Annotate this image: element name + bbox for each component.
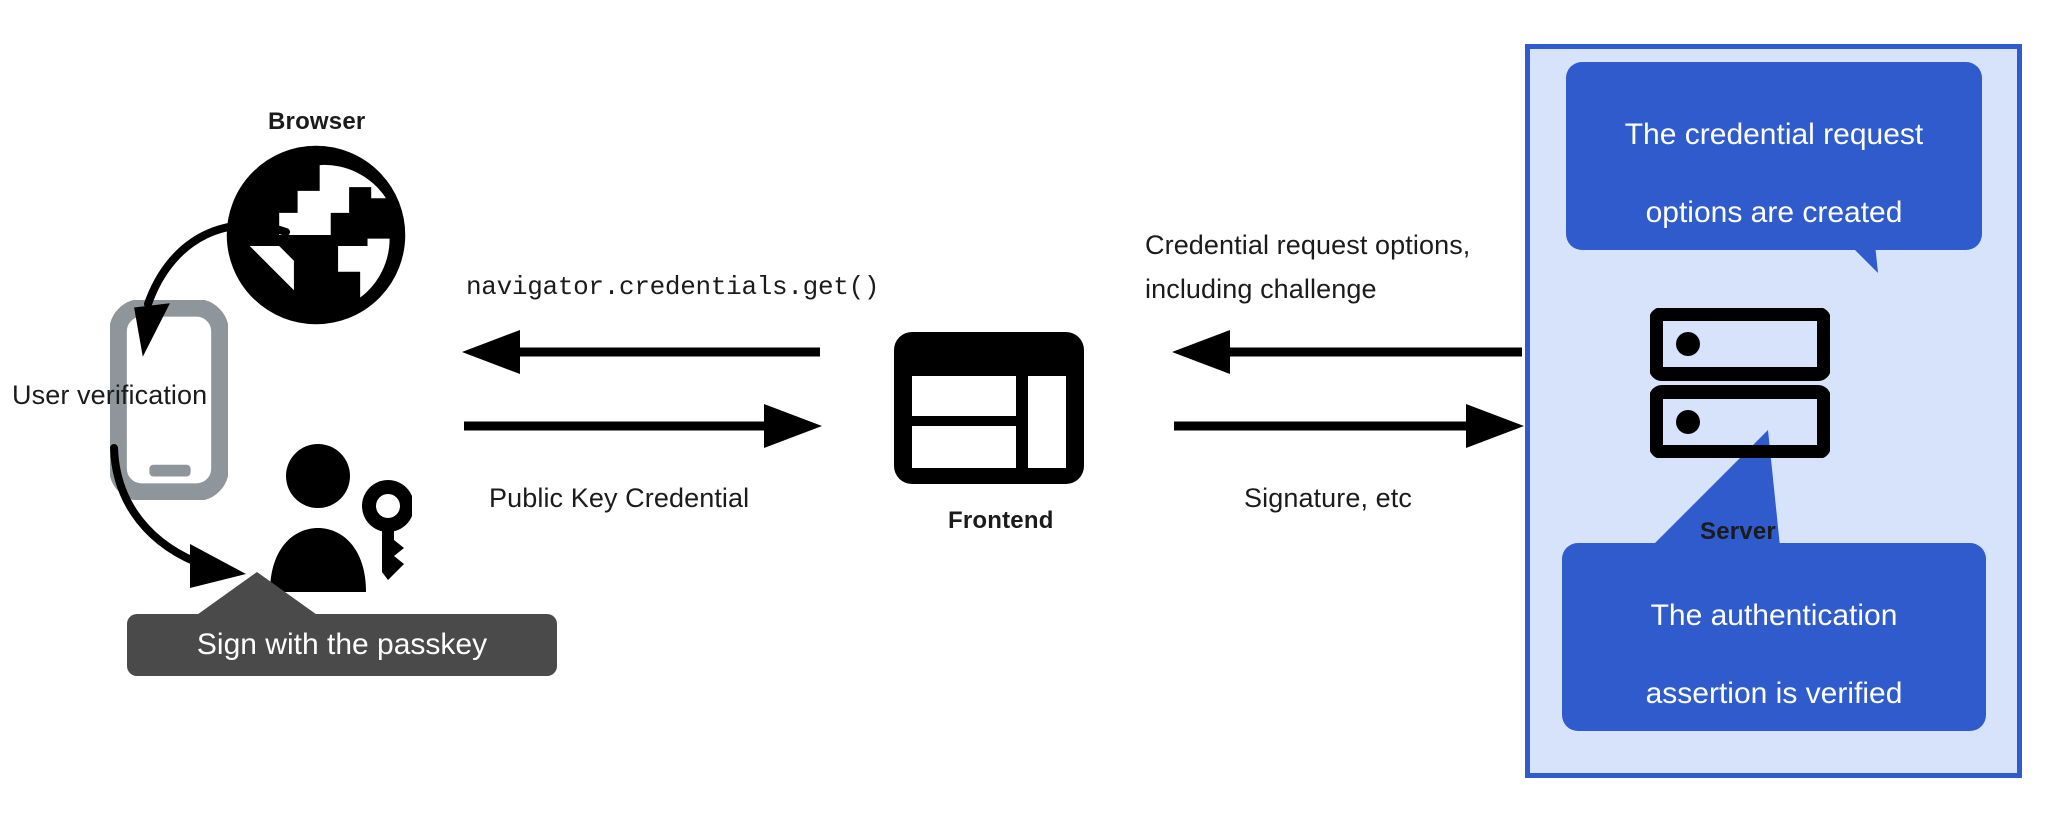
- flow-navigator-get-label: navigator.credentials.get(): [466, 272, 880, 302]
- passkey-tooltip-text: Sign with the passkey: [196, 628, 488, 661]
- server-label: Server: [1700, 518, 1776, 545]
- browser-to-phone-arrow: [104, 216, 294, 366]
- phone-to-user-arrow: [98, 438, 278, 598]
- user-verification-label: User verification: [12, 380, 208, 410]
- callout-assertion-verified: The authentication assertion is verified: [1562, 543, 1986, 731]
- callout-line-2: options are created: [1645, 196, 1903, 229]
- callout-line-1: The authentication: [1650, 599, 1898, 632]
- passkey-tooltip-pointer: [185, 570, 335, 626]
- globe-icon: [224, 143, 408, 327]
- user-with-key-icon: [262, 440, 412, 600]
- flow-public-key-credential-label: Public Key Credential: [489, 483, 750, 513]
- flow-public-key-credential-arrow: [462, 404, 822, 448]
- flow-navigator-get-arrow: [462, 330, 822, 374]
- flow-credential-request-options-line1: Credential request options,: [1145, 230, 1471, 260]
- browser-label: Browser: [268, 108, 366, 135]
- frontend-label: Frontend: [948, 507, 1054, 534]
- callout-line-2: assertion is verified: [1645, 677, 1903, 710]
- server-rack-icon: [1650, 308, 1830, 458]
- flow-credential-request-options-line2: including challenge: [1145, 274, 1377, 304]
- flow-signature-arrow: [1172, 404, 1524, 448]
- callout-credential-options-created: The credential request options are creat…: [1566, 62, 1982, 250]
- flow-credential-request-options-arrow: [1172, 330, 1524, 374]
- mobile-phone-icon: [110, 300, 228, 500]
- callout-assertion-verified-tail: [1630, 428, 1860, 568]
- callout-line-1: The credential request: [1624, 118, 1924, 151]
- web-layout-icon: [890, 328, 1088, 488]
- passkey-tooltip: Sign with the passkey: [127, 614, 557, 676]
- flow-signature-label: Signature, etc: [1244, 483, 1413, 513]
